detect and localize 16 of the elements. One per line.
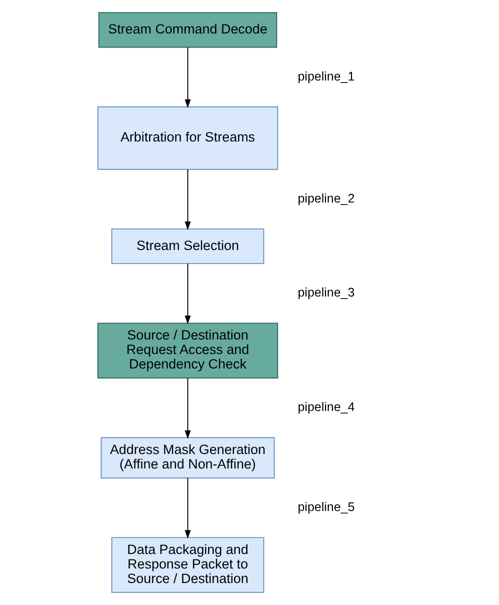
node-box: Stream Selection	[110, 228, 264, 264]
node-box: Arbitration for Streams	[96, 106, 278, 170]
node-box: Data Packaging and Response Packet to Source / Destination	[110, 537, 264, 593]
label: pipeline_4	[297, 400, 354, 414]
label: pipeline_3	[297, 286, 354, 300]
arrow	[184, 378, 190, 440]
arrow	[184, 263, 190, 324]
arrow	[184, 169, 190, 230]
label: pipeline_2	[297, 191, 354, 206]
label: pipeline_5	[297, 500, 354, 514]
arrow	[184, 478, 190, 539]
node-box: Address Mask Generation (Affine and Non-Affine)	[100, 437, 274, 478]
label: pipeline_1	[297, 69, 354, 84]
arrow	[184, 47, 190, 108]
node-box: Source / Destination Request Access and Dependency Check	[96, 322, 278, 378]
node-box: Stream Command Decode	[98, 12, 277, 48]
